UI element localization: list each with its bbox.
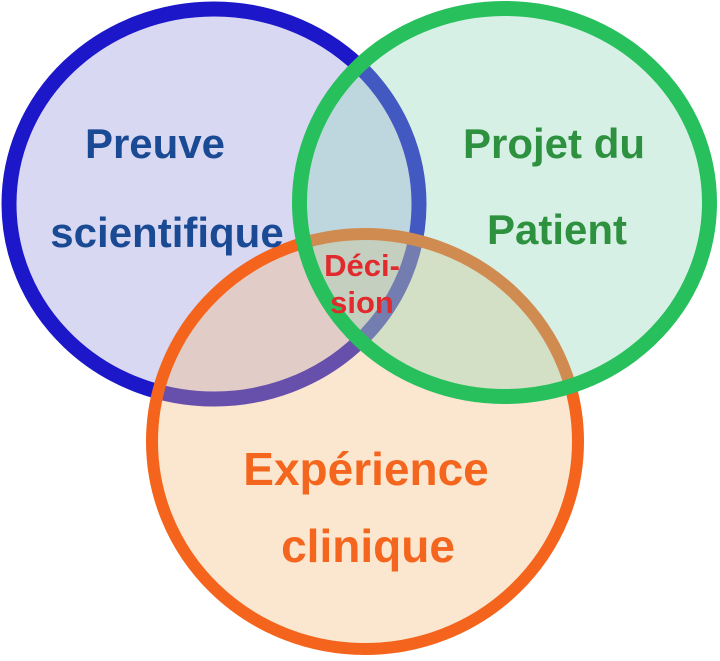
projet-label-line2: Patient bbox=[486, 206, 628, 253]
preuve-circle bbox=[1, 1, 427, 407]
decision-label-line2: sion bbox=[330, 285, 394, 320]
preuve-label-line2: scientifique bbox=[50, 209, 284, 256]
experience-label-line1: Expérience bbox=[243, 443, 489, 495]
preuve-label-line1: Preuve bbox=[84, 120, 226, 167]
experience-circle bbox=[146, 228, 584, 655]
decision-label-line1: Déci- bbox=[324, 248, 400, 283]
projet-label-line1: Projet du bbox=[462, 120, 646, 167]
projet-circle bbox=[292, 1, 717, 404]
experience-label-line2: clinique bbox=[281, 520, 455, 572]
